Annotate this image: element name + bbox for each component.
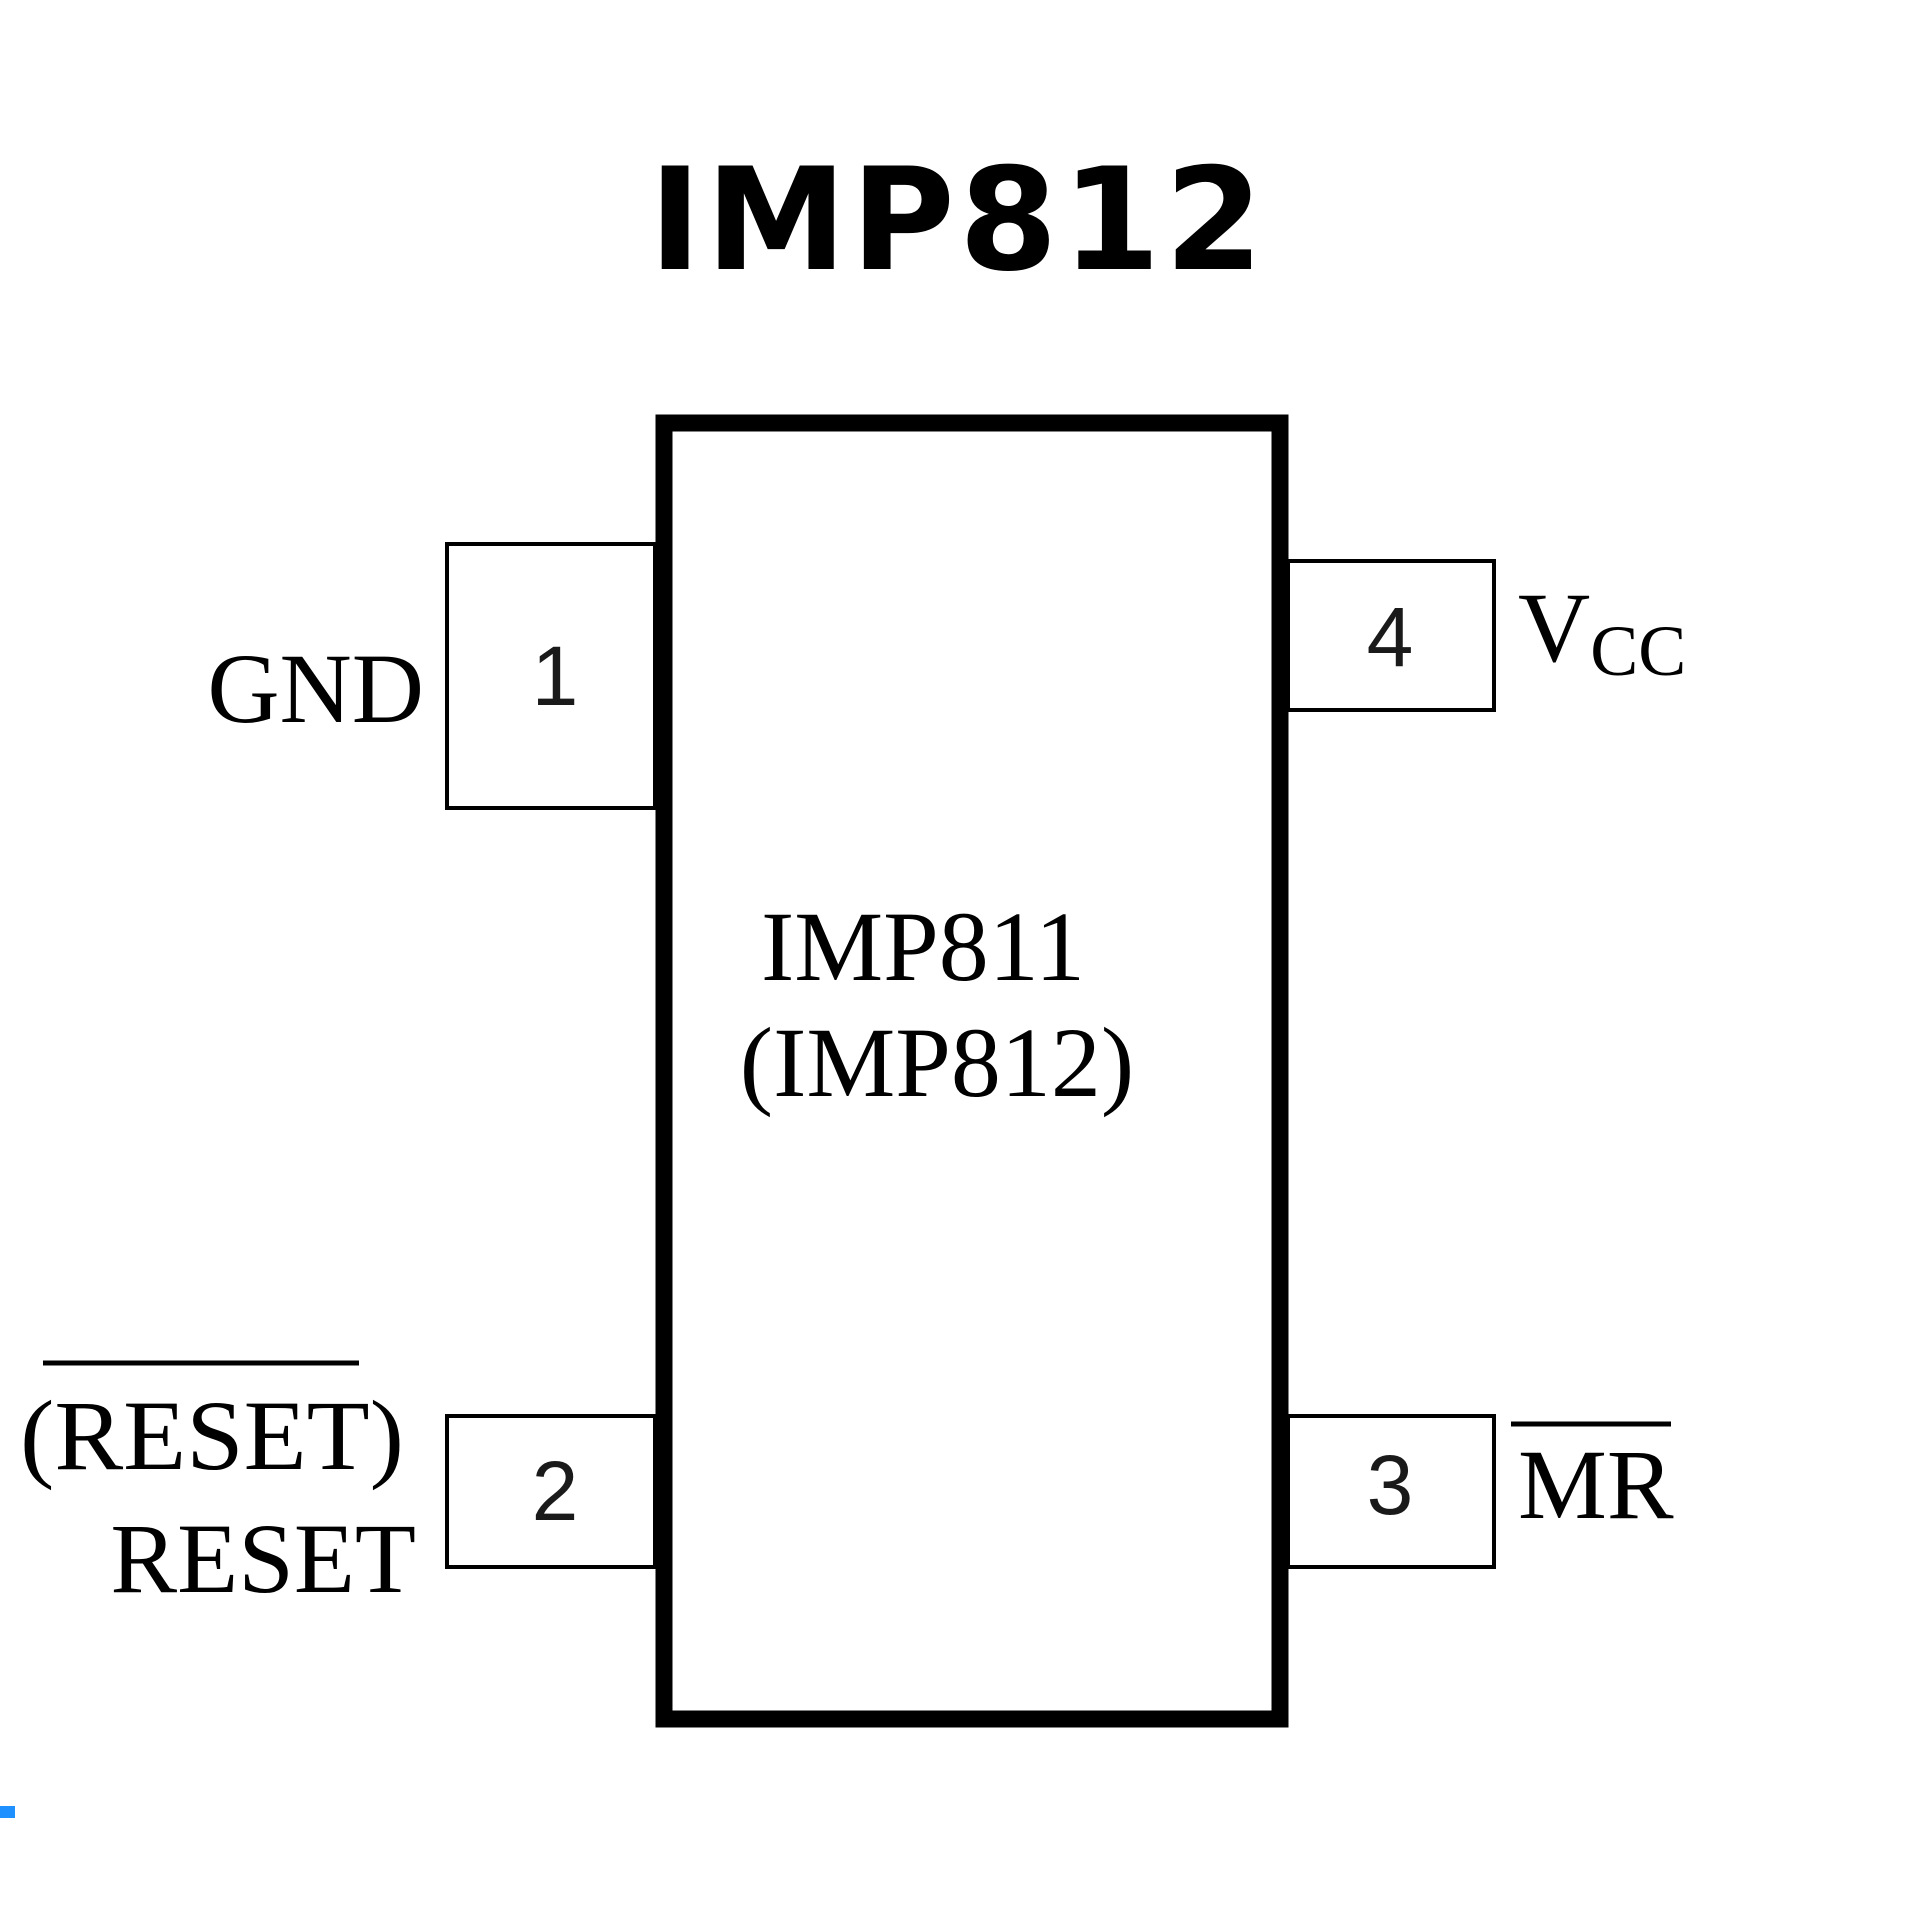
pin-4-name-main: V — [1518, 572, 1590, 683]
chip-body — [655, 414, 1289, 1728]
chip-label-primary: IMP811 — [761, 891, 1085, 1002]
pin-1-number: 1 — [532, 629, 579, 723]
pin-3-name: MR — [1518, 1429, 1674, 1540]
pin-2-number: 2 — [532, 1444, 579, 1538]
pin-3-number: 3 — [1367, 1438, 1414, 1532]
pin-4-name: VCC — [1518, 572, 1686, 691]
pin-1-pad — [445, 542, 657, 810]
pin-2-pad — [445, 1414, 657, 1569]
edge-marker — [0, 1806, 15, 1818]
chip-label-alternate: (IMP812) — [740, 1007, 1134, 1118]
pin-4-number: 4 — [1367, 590, 1414, 684]
diagram-title: IMP812 — [648, 138, 1268, 303]
pin-2-name: RESET — [110, 1503, 416, 1614]
pin-4-name-subscript: CC — [1590, 611, 1686, 691]
pin-1-name: GND — [207, 633, 424, 744]
pin-2-alt-name: (RESET) — [20, 1380, 404, 1491]
